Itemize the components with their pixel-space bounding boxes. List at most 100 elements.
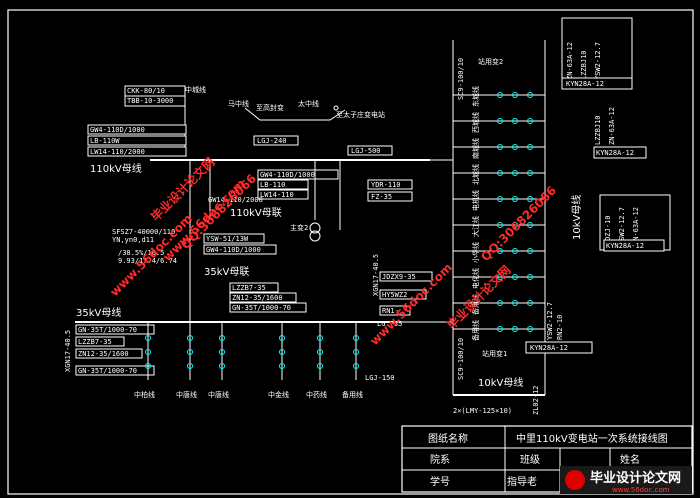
- switchgear-symbol: [527, 196, 533, 202]
- label-lw14: LW14-110/2000: [90, 148, 145, 156]
- watermarks: 毕业设计论文网 QQ:306826066 www.56doc.com www.5…: [107, 154, 559, 348]
- label-gw2000: GW14-110/2000: [208, 196, 263, 204]
- label-sfszz: SFSZ7-40000/110: [112, 228, 175, 236]
- switchgear-symbol: [512, 118, 518, 124]
- switchgear-symbol: [497, 248, 503, 254]
- label-zhigao: 至高封变: [256, 103, 284, 112]
- switchgear-symbol: [527, 326, 533, 332]
- switchgear-symbol: [527, 222, 533, 228]
- label-lw14b: LW14-110: [260, 191, 294, 199]
- feeder-10-label: 电机线: [471, 190, 480, 211]
- label-zhongcheng: 中城线: [185, 85, 206, 94]
- label-kyn-c: KYN28A-12: [606, 242, 644, 250]
- label-gn35a: GN-35T/1000-70: [78, 326, 137, 334]
- feeder-10-label: 西城线: [471, 112, 480, 133]
- switchgear-symbol: [512, 222, 518, 228]
- switchgear-symbol: [527, 118, 533, 124]
- switchgear-symbol: [353, 349, 359, 355]
- switchgear-symbol: [527, 248, 533, 254]
- drawing-border: [7, 9, 694, 495]
- feeder-10-label: 大江线: [471, 216, 480, 237]
- label-lzzbj2: LZZBJ10: [594, 115, 602, 145]
- label-jdzx: JDZX9-35: [382, 273, 416, 281]
- label-zn63c: ZN-63A-12: [632, 207, 640, 245]
- label-lzzb: LZZB7-35: [232, 284, 266, 292]
- switchgear-symbol: [527, 144, 533, 150]
- label-rn1: RN1-: [382, 307, 399, 315]
- logo-text: 毕业设计论文网: [590, 470, 681, 486]
- switchgear-symbol: [497, 170, 503, 176]
- title-name-field-label: 姓名: [620, 453, 640, 466]
- feeder-10-label: 南城线: [471, 138, 480, 159]
- section-110kv: CKK-80/10 TBB-10-3000 中城线 马中线 至高封变 太中线 至…: [87, 85, 430, 330]
- label-gn35: GN-35T/1000-70: [232, 304, 291, 312]
- logo-emblem-icon: [565, 470, 585, 490]
- label-ysw2b: YSW2-12.7: [618, 207, 626, 245]
- label-lgj500: LGJ-500: [351, 147, 381, 155]
- feeder-10-label: 备用线: [471, 320, 480, 341]
- logo-url: www.56doc.com: [612, 486, 670, 494]
- feeder-35-label: 备用线: [342, 390, 363, 399]
- switchgear-symbol: [527, 170, 533, 176]
- label-station-tx1: 站用变1: [482, 349, 507, 358]
- title-id-label: 学号: [430, 475, 450, 488]
- switchgear-symbol: [497, 118, 503, 124]
- label-xgn-mid: XGN17-40.5: [372, 254, 380, 296]
- site-logo: 毕业设计论文网 www.56doc.com: [560, 466, 692, 494]
- label-bus35-tie: 35kV母联: [204, 266, 249, 278]
- switchgear-symbol: [512, 326, 518, 332]
- switchgear-symbol: [527, 300, 533, 306]
- switchgear-symbol: [187, 363, 193, 369]
- switchgear-symbol: [512, 274, 518, 280]
- label-sc9: SC9-100/10: [457, 58, 465, 100]
- switchgear-symbol: [145, 335, 151, 341]
- switchgear-symbol: [279, 363, 285, 369]
- title-drawing-name: 中里110kV变电站一次系统接线图: [516, 432, 668, 445]
- feeder-10-label: 备用线: [471, 294, 480, 315]
- feeder-35-label: 中药线: [306, 390, 327, 399]
- watermark-qq-2: QQ:306826066: [478, 183, 559, 264]
- label-station-tx2: 站用变2: [478, 57, 503, 66]
- switchgear-symbol: [497, 300, 503, 306]
- switchgear-symbol: [317, 363, 323, 369]
- title-block: 图纸名称 中里110kV变电站一次系统接线图 院系 班级 姓名 学号 指导老: [401, 425, 693, 493]
- label-kyn-a: KYN28A-12: [566, 80, 604, 88]
- label-lzzb2: LZZB7-35: [78, 338, 112, 346]
- title-advisor-label: 指导老: [507, 475, 537, 488]
- switchgear-symbol: [497, 222, 503, 228]
- label-tbb: TBB-10-3000: [127, 97, 173, 105]
- feeder-35-label: 中唐线: [208, 390, 229, 399]
- label-bus110: 110kV母线: [90, 162, 142, 175]
- switchgear-symbol: [527, 92, 533, 98]
- label-gn35b: GN-35T/1000-70: [78, 367, 137, 375]
- label-kyn-b: KYN28A-12: [596, 149, 634, 157]
- label-zn12b: ZN12-35/1600: [78, 350, 129, 358]
- feeder-35-label: 中柏线: [134, 390, 155, 399]
- label-gw4-1: GW4-110D/1000: [90, 126, 145, 134]
- label-main-tx2: 主变2: [290, 223, 308, 232]
- switchgear-symbol: [512, 300, 518, 306]
- switchgear-symbol: [527, 274, 533, 280]
- switchgear-symbol: [497, 326, 503, 332]
- switchgear-symbol: [219, 363, 225, 369]
- label-lzzbj: LZZBJ10: [580, 50, 588, 80]
- label-gw4-2: GW4-110D/1000: [260, 171, 315, 179]
- switchgear-symbol: [279, 349, 285, 355]
- label-bus110-tie: 110kV母联: [230, 207, 282, 219]
- switchgear-symbol: [317, 349, 323, 355]
- label-mazhong: 马中线: [228, 99, 249, 108]
- switchgear-symbol: [497, 274, 503, 280]
- feeder-10-label: 东城线: [471, 86, 480, 107]
- switchgear-symbol: [145, 363, 151, 369]
- label-lb110: LB-110: [260, 181, 285, 189]
- label-yn: YN,yn0,d11: [112, 236, 154, 244]
- switchgear-symbol: [317, 335, 323, 341]
- feeder-35-label: 中金线: [268, 390, 289, 399]
- title-dept-label: 院系: [430, 453, 450, 466]
- switchgear-symbol: [187, 349, 193, 355]
- label-ratio: /38.5%/10.5: [118, 249, 164, 257]
- switchgear-symbol: [279, 335, 285, 341]
- label-lgj150: LGJ-150: [365, 374, 395, 382]
